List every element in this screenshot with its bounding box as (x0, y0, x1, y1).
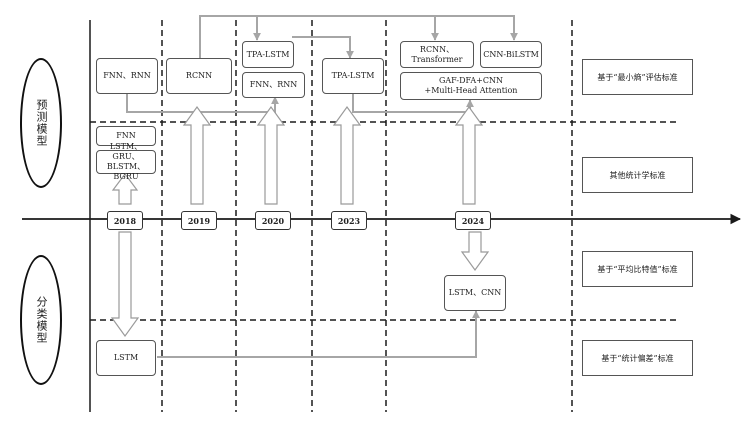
model-lstm-cnn-2024: LSTM、CNN (444, 275, 506, 311)
connector-top-loop (199, 15, 518, 58)
hollow-arrow-2024-down (460, 231, 490, 272)
criterion-average-bit-value: 基于“平均比特值”标准 (582, 251, 693, 287)
connector-lstm (157, 310, 480, 358)
model-tpa-lstm-2023: TPA-LSTM (322, 58, 384, 94)
hollow-arrow-2018-up (111, 173, 139, 205)
criterion-other-statistical: 其他统计学标准 (582, 157, 693, 193)
hollow-arrow-2018-down (110, 231, 140, 338)
model-lstm-group-2018: LSTM、GRU、 BLSTM、BGRU (96, 142, 156, 181)
model-fnn-2018: FNN (96, 126, 156, 146)
connector-tpa (292, 36, 354, 59)
model-lstm-2018: LSTM (96, 340, 156, 376)
model-fnn-rnn-2018: FNN、RNN (96, 58, 158, 94)
year-2020: 2020 (255, 211, 291, 230)
model-tpa-lstm-2020: TPA-LSTM (242, 41, 294, 68)
hollow-arrow-2024-up (454, 105, 484, 205)
hollow-arrow-2023-up (332, 105, 362, 205)
model-cnn-bilstm: CNN-BiLSTM (480, 41, 542, 68)
year-2019: 2019 (181, 211, 217, 230)
hollow-arrow-2020-up (256, 105, 286, 205)
year-2024: 2024 (455, 211, 491, 230)
category-prediction: 预测模型 (20, 58, 62, 188)
model-rcnn-transformer: RCNN、Transformer (400, 41, 474, 68)
model-gaf-dfa-cnn: GAF-DFA+CNN +Multi-Head Attention (400, 72, 542, 100)
criterion-statistical-bias: 基于“统计偏差”标准 (582, 340, 693, 376)
model-rcnn-2019: RCNN (166, 58, 232, 94)
model-fnn-rnn-2020: FNN、RNN (242, 72, 305, 98)
category-classification: 分类模型 (20, 255, 62, 385)
year-2018: 2018 (107, 211, 143, 230)
year-2023: 2023 (331, 211, 367, 230)
criterion-min-entropy: 基于“最小熵”评估标准 (582, 59, 693, 95)
hollow-arrow-2019-up (182, 105, 212, 205)
connector-tpa-gaf (352, 94, 474, 113)
